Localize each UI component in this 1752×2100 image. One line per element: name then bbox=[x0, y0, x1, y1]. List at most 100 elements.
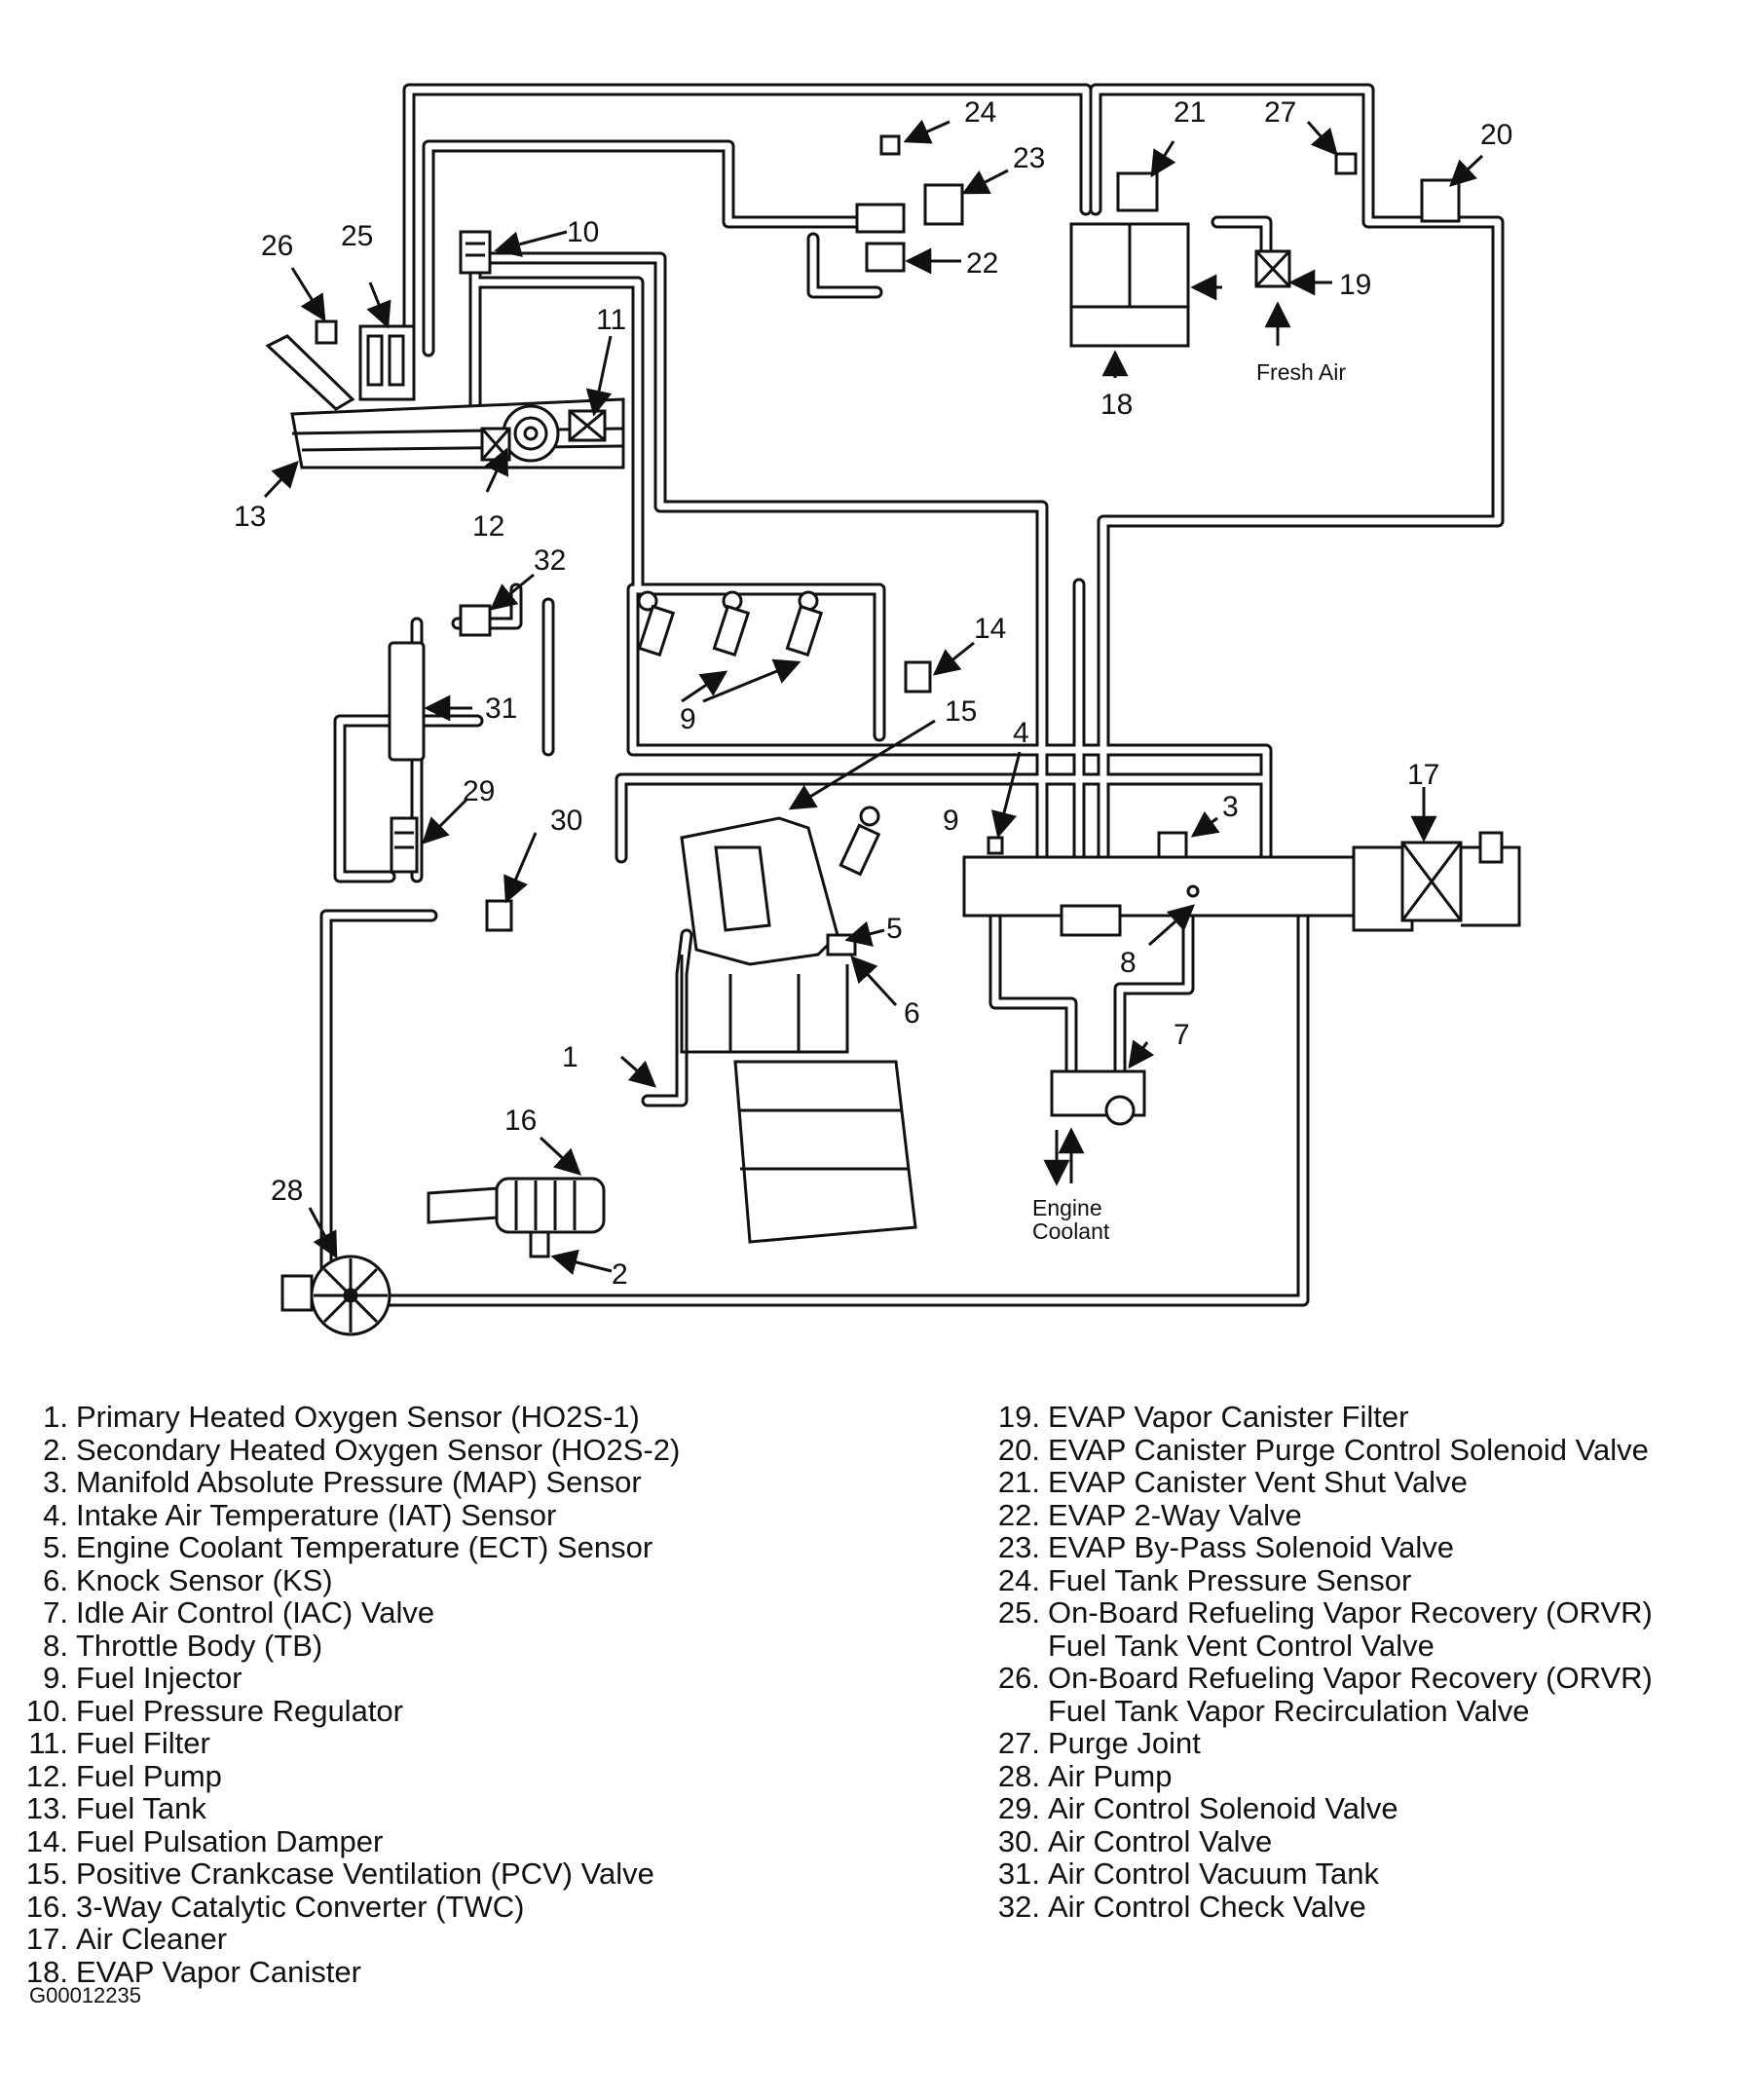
legend-item-13: 13.Fuel Tank bbox=[19, 1792, 680, 1825]
fuel-filter bbox=[568, 409, 607, 442]
callout-15: 15 bbox=[945, 695, 977, 728]
legend-text: Primary Heated Oxygen Sensor (HO2S-1) bbox=[76, 1400, 640, 1434]
callout-6: 6 bbox=[904, 997, 920, 1030]
legend-num: 2. bbox=[43, 1432, 68, 1467]
legend-item-22: 22.EVAP 2-Way Valve bbox=[991, 1497, 1653, 1532]
legend-item-3: 3.Manifold Absolute Pressure (MAP) Senso… bbox=[19, 1466, 680, 1499]
callout-13: 13 bbox=[234, 501, 266, 533]
legend-num: 18. bbox=[25, 1954, 68, 1989]
legend-num: 5. bbox=[43, 1530, 68, 1564]
legend-item-25-cont: Fuel Tank Vent Control Valve bbox=[991, 1629, 1653, 1663]
legend-num: 27. bbox=[997, 1726, 1040, 1760]
legend-num: 26. bbox=[997, 1661, 1040, 1695]
legend-text: Air Control Solenoid Valve bbox=[1048, 1791, 1398, 1825]
legend-num: 3. bbox=[43, 1465, 68, 1499]
air-pump bbox=[280, 1255, 391, 1336]
iac-valve bbox=[1050, 1069, 1146, 1126]
callout-7: 7 bbox=[1174, 1019, 1190, 1051]
vacuum-hose-diagram: 1 2 3 4 5 6 7 8 9 9 10 11 12 13 14 15 16… bbox=[234, 83, 1521, 1336]
callout-arrows bbox=[263, 119, 1484, 1275]
legend-item-27: 27.Purge Joint bbox=[991, 1727, 1653, 1760]
legend-num: 1. bbox=[43, 1400, 68, 1434]
legend-item-2: 2.Secondary Heated Oxygen Sensor (HO2S-2… bbox=[19, 1432, 681, 1467]
flow-arrows bbox=[1043, 301, 1291, 1186]
legend-item-31: 31.Air Control Vacuum Tank bbox=[991, 1857, 1653, 1891]
legend-item-9: 9.Fuel Injector bbox=[19, 1662, 680, 1695]
legend-num bbox=[991, 1695, 1048, 1728]
intake-and-air-cleaner bbox=[962, 831, 1521, 937]
legend-item-30: 30.Air Control Valve bbox=[991, 1824, 1653, 1858]
legend-num: 12. bbox=[25, 1758, 68, 1793]
legend-num: 7. bbox=[43, 1595, 68, 1630]
callout-23: 23 bbox=[1013, 142, 1045, 174]
callout-31: 31 bbox=[485, 693, 517, 725]
legend-num: 16. bbox=[25, 1889, 68, 1924]
hose-network bbox=[319, 83, 1505, 1307]
legend-num: 19. bbox=[997, 1400, 1040, 1434]
callout-9-engine: 9 bbox=[943, 805, 959, 837]
callout-26: 26 bbox=[261, 230, 293, 262]
callout-17: 17 bbox=[1407, 759, 1439, 791]
legend-num: 9. bbox=[43, 1661, 68, 1695]
legend-num: 20. bbox=[997, 1432, 1040, 1467]
legend-item-17: 17.Air Cleaner bbox=[19, 1923, 680, 1956]
callout-11: 11 bbox=[596, 304, 626, 336]
legend-item-6: 6.Knock Sensor (KS) bbox=[19, 1562, 680, 1597]
legend-text: On-Board Refueling Vapor Recovery (ORVR) bbox=[1048, 1661, 1653, 1695]
callout-5: 5 bbox=[886, 913, 903, 945]
callout-25: 25 bbox=[341, 220, 373, 252]
callout-32: 32 bbox=[534, 544, 566, 577]
legend-num: 4. bbox=[43, 1497, 68, 1532]
legend-text: Throttle Body (TB) bbox=[76, 1628, 323, 1663]
legend-item-21: 21.EVAP Canister Vent Shut Valve bbox=[991, 1466, 1653, 1499]
engine-block bbox=[680, 816, 917, 1244]
legend-num: 15. bbox=[25, 1856, 68, 1891]
legend-num: 11. bbox=[28, 1726, 68, 1760]
callout-12: 12 bbox=[472, 510, 504, 543]
legend-left-column: 1.Primary Heated Oxygen Sensor (HO2S-1) … bbox=[19, 1401, 680, 1988]
legend-num: 28. bbox=[997, 1758, 1040, 1793]
callout-29: 29 bbox=[463, 775, 495, 807]
legend-text: Positive Crankcase Ventilation (PCV) Val… bbox=[76, 1856, 654, 1891]
legend-item-4: 4.Intake Air Temperature (IAT) Sensor bbox=[19, 1497, 680, 1532]
legend-text: EVAP Vapor Canister bbox=[76, 1954, 361, 1989]
evap-vapor-canister bbox=[1069, 222, 1190, 348]
callout-2: 2 bbox=[612, 1258, 628, 1291]
legend-num: 6. bbox=[43, 1562, 68, 1597]
legend-num: 23. bbox=[997, 1530, 1040, 1564]
callout-30: 30 bbox=[550, 805, 582, 837]
legend-item-28: 28.Air Pump bbox=[991, 1758, 1653, 1793]
legend-text: Air Cleaner bbox=[76, 1922, 228, 1956]
legend-text: EVAP Canister Purge Control Solenoid Val… bbox=[1048, 1432, 1649, 1467]
engine-coolant-label-line2: Coolant bbox=[1032, 1219, 1110, 1244]
legend-num: 22. bbox=[997, 1497, 1040, 1532]
legend-text: Fuel Injector bbox=[76, 1661, 242, 1695]
legend-text: Engine Coolant Temperature (ECT) Sensor bbox=[76, 1530, 653, 1564]
legend-num: 8. bbox=[43, 1628, 68, 1663]
legend-num: 13. bbox=[25, 1791, 68, 1825]
callout-18: 18 bbox=[1100, 389, 1133, 421]
legend-num: 31. bbox=[997, 1856, 1040, 1891]
legend-right-column: 19.EVAP Vapor Canister Filter 20.EVAP Ca… bbox=[991, 1401, 1653, 1923]
legend-num: 29. bbox=[997, 1791, 1040, 1825]
legend-item-26: 26.On-Board Refueling Vapor Recovery (OR… bbox=[991, 1662, 1653, 1695]
callout-3: 3 bbox=[1222, 791, 1239, 823]
fuel-tank bbox=[265, 334, 625, 469]
legend-item-18: 18.EVAP Vapor Canister bbox=[19, 1954, 680, 1989]
legend-text: Secondary Heated Oxygen Sensor (HO2S-2) bbox=[76, 1432, 681, 1467]
legend-item-1: 1.Primary Heated Oxygen Sensor (HO2S-1) bbox=[19, 1401, 680, 1434]
legend-item-23: 23.EVAP By-Pass Solenoid Valve bbox=[991, 1531, 1653, 1564]
legend-item-29: 29.Air Control Solenoid Valve bbox=[991, 1792, 1653, 1825]
legend-num: 14. bbox=[25, 1823, 68, 1858]
legend-num: 25. bbox=[997, 1595, 1040, 1630]
evap-valves-group bbox=[855, 134, 1461, 288]
legend-text: Fuel Pressure Regulator bbox=[76, 1693, 403, 1728]
callout-22: 22 bbox=[966, 247, 998, 280]
legend-text: 3-Way Catalytic Converter (TWC) bbox=[76, 1889, 525, 1924]
callout-16: 16 bbox=[504, 1105, 537, 1137]
legend-text: EVAP 2-Way Valve bbox=[1048, 1497, 1302, 1532]
fuel-pump bbox=[480, 404, 560, 463]
callout-labels: 1 2 3 4 5 6 7 8 9 9 10 11 12 13 14 15 16… bbox=[234, 96, 1512, 1291]
legend-num bbox=[991, 1630, 1048, 1663]
legend-item-11: 11.Fuel Filter bbox=[19, 1727, 680, 1760]
